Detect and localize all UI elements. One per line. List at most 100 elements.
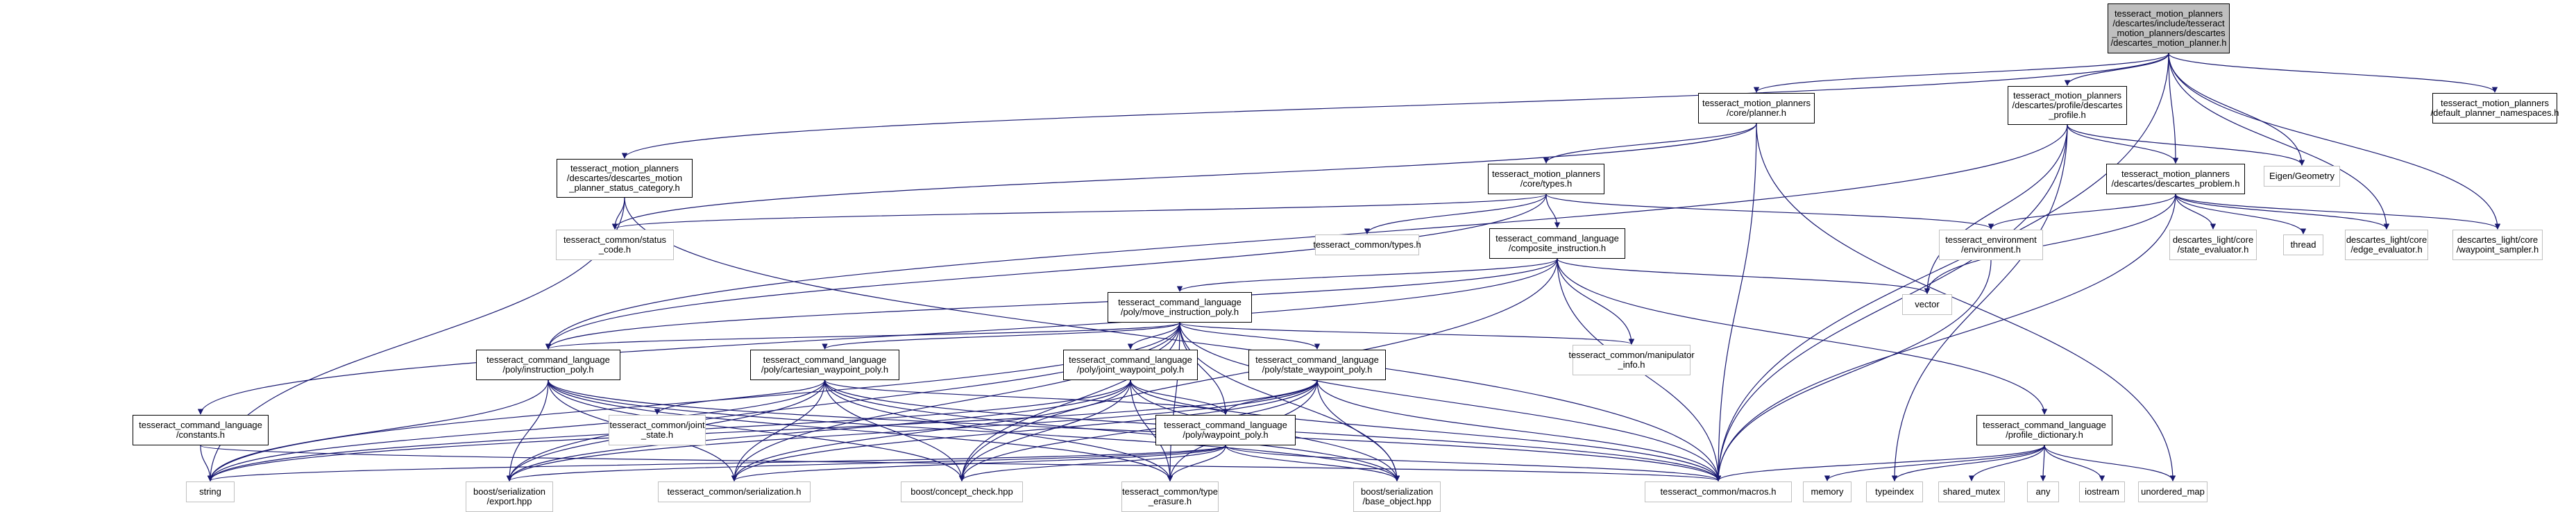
dependency-edge-root-to-profile_descartes <box>2064 53 2169 86</box>
dependency-edge-core_planner-to-core_types <box>1543 123 1757 164</box>
dependency-edge-instr_poly-to-string <box>207 379 549 481</box>
dependency-edge-state_wp-to-waypoint_poly <box>1222 379 1318 415</box>
graph-node-waypoint-sampler: descartes_light/core /waypoint_sampler.h <box>2452 230 2543 260</box>
dependency-edge-move_instr-to-manip_info <box>1179 322 1634 345</box>
graph-node-move-instruction-poly[interactable]: tesseract_command_language /poly/move_in… <box>1108 292 1252 323</box>
dependency-edge-core_planner-to-macros <box>1715 123 1757 481</box>
graph-node-descartes-profile[interactable]: tesseract_motion_planners /descartes/pro… <box>2008 86 2127 125</box>
dependency-edge-profile_dict-to-memory <box>1824 445 2045 481</box>
graph-node-joint-waypoint-poly[interactable]: tesseract_command_language /poly/joint_w… <box>1063 350 1198 380</box>
graph-node-environment: tesseract_environment /environment.h <box>1939 230 2043 260</box>
dependency-edge-instr_poly-to-base_object <box>548 379 1400 481</box>
graph-node-boost-export: boost/serialization /export.hpp <box>466 481 553 512</box>
dependency-edge-descartes_problem-to-edge_eval <box>2175 194 2390 230</box>
dependency-edge-move_instr-to-base_object <box>1179 322 1400 481</box>
graph-node-state-waypoint-poly[interactable]: tesseract_command_language /poly/state_w… <box>1248 350 1386 380</box>
dependency-edge-constants-to-macros <box>200 445 1721 481</box>
dependency-edge-descartes_problem-to-thread <box>2175 194 2307 234</box>
dependency-edge-instr_poly-to-boost_export <box>506 379 549 481</box>
graph-node-instruction-poly[interactable]: tesseract_command_language /poly/instruc… <box>476 350 620 380</box>
dependency-edge-move_instr-to-instr_poly <box>545 322 1180 350</box>
graph-node-string: string <box>186 481 235 502</box>
dependency-edge-status_cat-to-macros <box>624 197 1722 481</box>
dependency-edge-profile_descartes-to-eigen <box>2067 124 2305 166</box>
dependency-edge-waypoint_poly-to-concept_check <box>958 445 1226 481</box>
graph-node-typeindex: typeindex <box>1866 481 1923 502</box>
dependency-edge-cart_wp-to-waypoint_poly <box>824 379 1229 415</box>
graph-node-thread: thread <box>2283 234 2323 255</box>
dependency-edge-waypoint_poly-to-macros <box>1225 445 1721 481</box>
graph-node-descartes-motion-planner[interactable]: tesseract_motion_planners /descartes/inc… <box>2108 3 2230 53</box>
graph-node-concept-check: boost/concept_check.hpp <box>901 481 1023 502</box>
graph-node-common-types: tesseract_common/types.h <box>1313 234 1421 255</box>
dependency-edge-core_types-to-env <box>1545 194 1994 230</box>
graph-node-cartesian-waypoint-poly[interactable]: tesseract_command_language /poly/cartesi… <box>750 350 899 380</box>
dependency-edge-joint_wp-to-boost_export <box>506 379 1131 481</box>
graph-node-edge-evaluator: descartes_light/core /edge_evaluator.h <box>2345 230 2428 260</box>
dependency-edge-descartes_problem-to-vector <box>1924 194 2176 294</box>
dependency-edge-profile_dict-to-macros <box>1715 445 2045 481</box>
dependency-edge-root-to-status_cat <box>622 53 2169 159</box>
dependency-edge-joint_wp-to-macros <box>1130 379 1722 481</box>
dependency-edge-core_types-to-composite <box>1545 194 1561 228</box>
dependency-edge-move_instr-to-state_wp <box>1179 322 1321 350</box>
graph-node-state-evaluator: descartes_light/core /state_evaluator.h <box>2169 230 2257 260</box>
dependency-edge-profile_dict-to-unordered_map <box>2044 445 2176 481</box>
dependency-edge-cart_wp-to-joint_state <box>654 379 826 415</box>
dependency-edge-move_instr-to-cart_wp <box>822 322 1180 350</box>
dependency-edge-composite-to-manip_info <box>1557 258 1635 345</box>
dependency-edge-state_wp-to-boost_export <box>506 379 1318 481</box>
dependency-edge-joint_wp-to-serialization <box>731 379 1131 481</box>
dependency-edge-root-to-descartes_problem <box>2168 53 2179 164</box>
dependency-edge-profile_descartes-to-descartes_problem <box>2067 124 2179 164</box>
dependency-edge-core_types-to-status_code <box>612 194 1547 230</box>
graph-node-profile-dictionary[interactable]: tesseract_command_language /profile_dict… <box>1976 415 2112 445</box>
graph-node-any: any <box>2027 481 2059 502</box>
graph-node-status-category[interactable]: tesseract_motion_planners /descartes/des… <box>557 159 693 198</box>
dependency-edge-profile_descartes-to-macros <box>1715 124 2068 481</box>
dependency-edge-constants-to-string <box>200 445 214 481</box>
dependency-edge-move_instr-to-waypoint_poly <box>1179 322 1229 415</box>
dependency-edge-composite-to-move_instr <box>1176 258 1558 292</box>
graph-node-vector: vector <box>1902 294 1952 315</box>
dependency-edge-joint_wp-to-type_erasure <box>1130 379 1173 481</box>
dependency-edge-state_wp-to-concept_check <box>958 379 1318 481</box>
dependency-edge-cart_wp-to-string <box>207 379 826 481</box>
dependency-edge-profile_dict-to-iostream <box>2044 445 2105 481</box>
graph-node-waypoint-poly[interactable]: tesseract_command_language /poly/waypoin… <box>1155 415 1296 445</box>
graph-node-eigen-geometry: Eigen/Geometry <box>2264 166 2340 187</box>
graph-node-default-planner-namespaces[interactable]: tesseract_motion_planners /default_plann… <box>2430 93 2559 123</box>
graph-node-composite-instruction[interactable]: tesseract_command_language /composite_in… <box>1489 228 1625 259</box>
graph-node-descartes-problem[interactable]: tesseract_motion_planners /descartes/des… <box>2106 164 2245 194</box>
dependency-edge-move_instr-to-macros <box>1179 322 1722 481</box>
dependency-edge-cart_wp-to-type_erasure <box>824 379 1173 481</box>
graph-node-memory: memory <box>1803 481 1852 502</box>
dependency-edge-state_wp-to-base_object <box>1316 379 1400 481</box>
dependency-edge-composite-to-vector <box>1557 258 1931 294</box>
dependency-edge-profile_descartes-to-typeindex <box>1891 124 2068 481</box>
dependency-edge-root-to-edge_eval <box>2168 53 2390 230</box>
dependency-edge-composite-to-constants <box>197 258 1558 415</box>
dependency-edge-waypoint_poly-to-base_object <box>1225 445 1400 481</box>
graph-node-core-planner[interactable]: tesseract_motion_planners /core/planner.… <box>1698 93 1815 123</box>
graph-node-manipulator-info: tesseract_common/manipulator _info.h <box>1568 345 1695 375</box>
dependency-edge-waypoint_poly-to-type_erasure <box>1167 445 1226 481</box>
graph-node-shared-mutex: shared_mutex <box>1938 481 2005 502</box>
dependency-edge-root-to-wp_sampler <box>2168 53 2501 230</box>
dependency-edge-state_wp-to-string <box>207 379 1318 481</box>
dependency-edge-root-to-core_planner <box>1753 53 2169 93</box>
graph-node-serialization: tesseract_common/serialization.h <box>658 481 811 502</box>
dependency-edge-descartes_problem-to-state_eval <box>2175 194 2217 230</box>
dependency-edge-descartes_problem-to-env <box>1988 194 2176 230</box>
dependency-edge-env-to-macros <box>1715 259 1992 481</box>
dependency-edge-state_wp-to-macros <box>1316 379 1722 481</box>
graph-node-unordered-map: unordered_map <box>2138 481 2208 502</box>
dependency-edge-profile_dict-to-typeindex <box>1891 445 2045 481</box>
dependency-edge-composite-to-instr_poly <box>545 258 1558 350</box>
graph-node-constants[interactable]: tesseract_command_language /constants.h <box>133 415 269 445</box>
dependency-edge-core_types-to-instr_poly <box>545 194 1547 350</box>
dependency-edge-core_types-to-common_types <box>1364 194 1547 234</box>
graph-node-core-types[interactable]: tesseract_motion_planners /core/types.h <box>1488 164 1604 194</box>
graph-node-base-object: boost/serialization /base_object.hpp <box>1353 481 1441 512</box>
